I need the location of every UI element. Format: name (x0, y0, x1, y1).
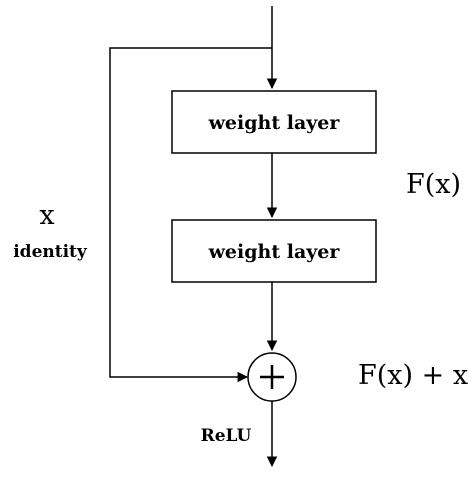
x-label: x (39, 200, 54, 231)
identity-label: identity (13, 242, 88, 262)
fx-label: F(x) (406, 169, 461, 200)
fx-plus-x-label: F(x) + x (358, 360, 468, 391)
weight-layer-label-bottom: weight layer (208, 241, 341, 263)
identity-shortcut-arrow (109, 47, 272, 383)
weight-layer-block-bottom (171, 219, 377, 283)
relu-label: ReLU (201, 426, 252, 446)
weight-layer-label-top: weight layer (208, 112, 341, 134)
weight-layer-block-top (171, 90, 377, 154)
